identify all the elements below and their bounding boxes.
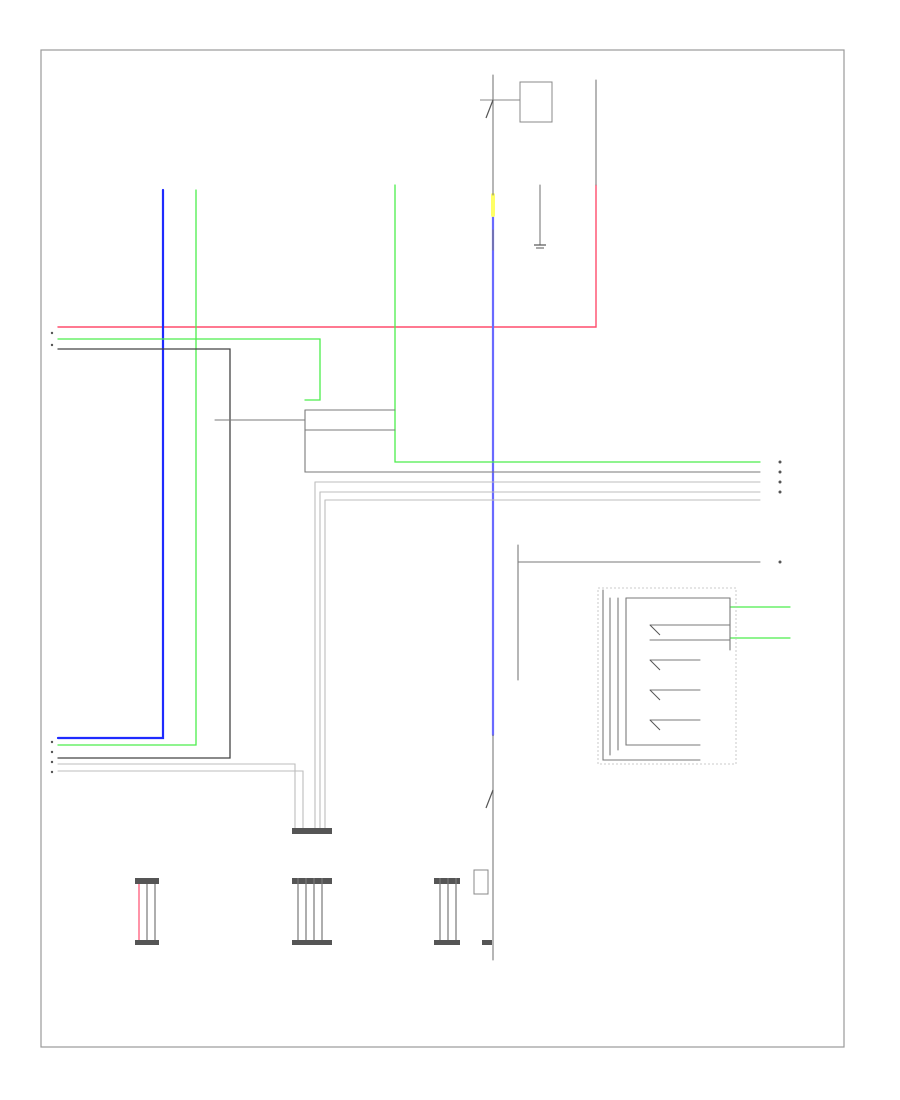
red-wire <box>57 184 597 328</box>
gray-wires <box>57 74 761 961</box>
diagram-border <box>40 49 845 1048</box>
relay-top-center <box>480 81 553 123</box>
ground-symbol-center <box>534 244 546 249</box>
connector-group-left <box>135 878 159 945</box>
terminal-markers-right <box>778 460 782 564</box>
green-wire-left <box>57 189 197 746</box>
terminal-markers-left <box>50 331 54 774</box>
connector-group-right <box>434 878 492 945</box>
dashed-box-right <box>597 587 737 765</box>
green-wire-right <box>729 606 791 639</box>
switch-lower-center <box>473 789 494 895</box>
switch-right-panel <box>649 624 661 731</box>
blue-wire-left <box>56 188 165 740</box>
green-wire-center <box>394 184 761 463</box>
connector-group-middle <box>292 828 332 945</box>
green-wire-top-bus <box>57 338 321 401</box>
